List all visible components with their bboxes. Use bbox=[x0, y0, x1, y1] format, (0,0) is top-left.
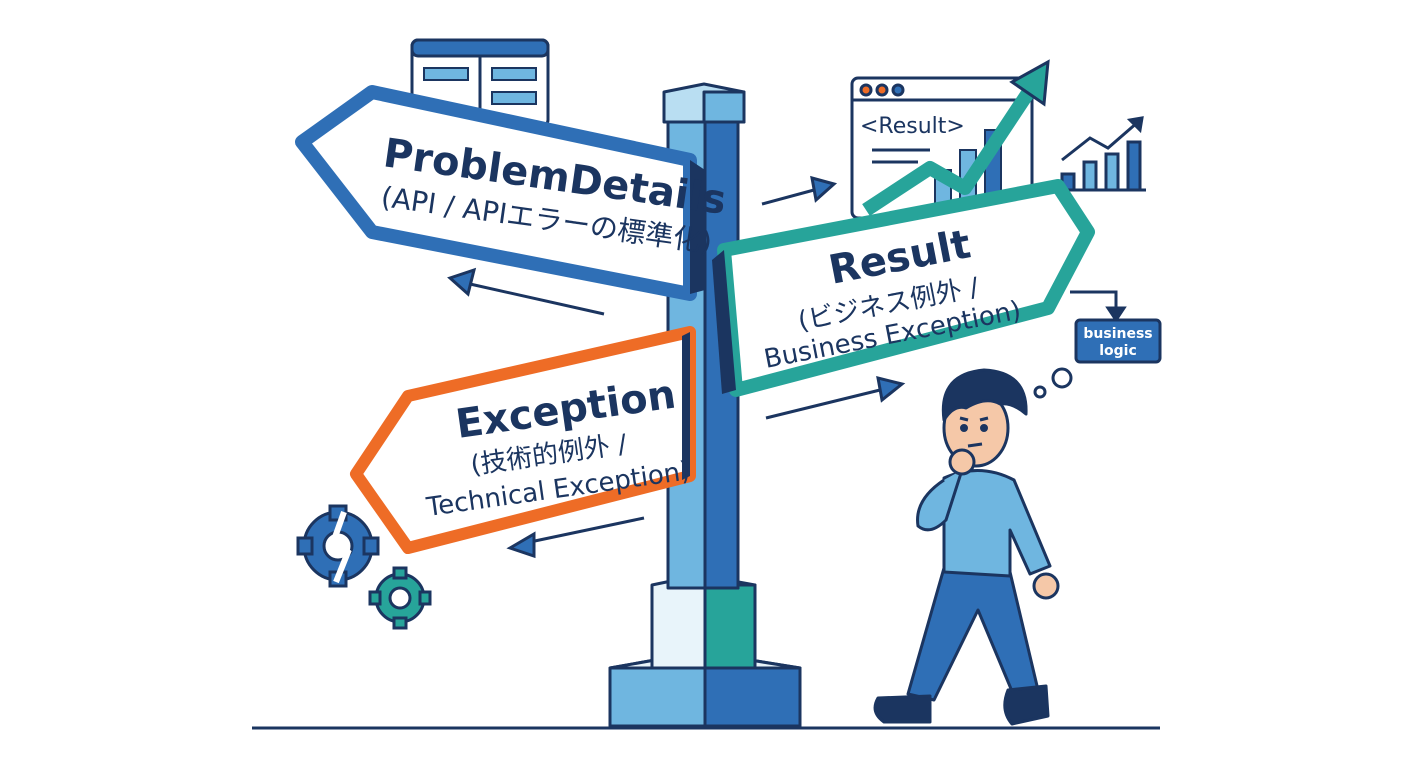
browser-code-label: <Result> bbox=[860, 114, 965, 139]
business-logic-line2: logic bbox=[1099, 343, 1137, 359]
pole-base bbox=[608, 573, 802, 728]
person-arm bbox=[916, 469, 964, 532]
arrow-left-exception bbox=[506, 531, 536, 559]
result-sign: Result (ビジネス例外 / Business Exception) bbox=[712, 179, 1095, 397]
business-connector bbox=[1070, 290, 1127, 323]
arrow-left-problem bbox=[447, 267, 477, 297]
business-logic-box bbox=[1074, 318, 1162, 364]
arrow-right-result bbox=[876, 375, 906, 403]
thought-dot-small bbox=[1033, 385, 1047, 399]
exception-sign: Exception (技術的例外 / Technical Exception) bbox=[350, 326, 696, 554]
business-logic-line1: business bbox=[1083, 326, 1152, 342]
person-legs bbox=[906, 566, 1040, 702]
gear-icon bbox=[368, 566, 432, 630]
browser-dot-blue bbox=[891, 83, 905, 97]
person-shoe-right bbox=[1003, 684, 1050, 726]
browser-dot-red bbox=[859, 83, 873, 97]
thinking-person bbox=[873, 368, 1060, 726]
person-hair bbox=[941, 368, 1028, 422]
broken-gear-icon bbox=[296, 504, 380, 588]
thought-dot-large bbox=[1051, 367, 1073, 389]
arrow-right-top bbox=[810, 175, 838, 203]
result-browser bbox=[850, 59, 1050, 220]
bar-chart-icon bbox=[1058, 116, 1146, 192]
person-torso bbox=[942, 468, 1052, 578]
direction-arrows bbox=[447, 175, 906, 559]
problemdetails-sign: ProblemDetails (API / APIエラーの標準化) bbox=[295, 85, 729, 301]
person-hand-right bbox=[1032, 572, 1060, 600]
person-shoe-left bbox=[873, 694, 932, 724]
browser-dot-orange bbox=[875, 83, 889, 97]
person-hand-chin bbox=[948, 448, 976, 476]
